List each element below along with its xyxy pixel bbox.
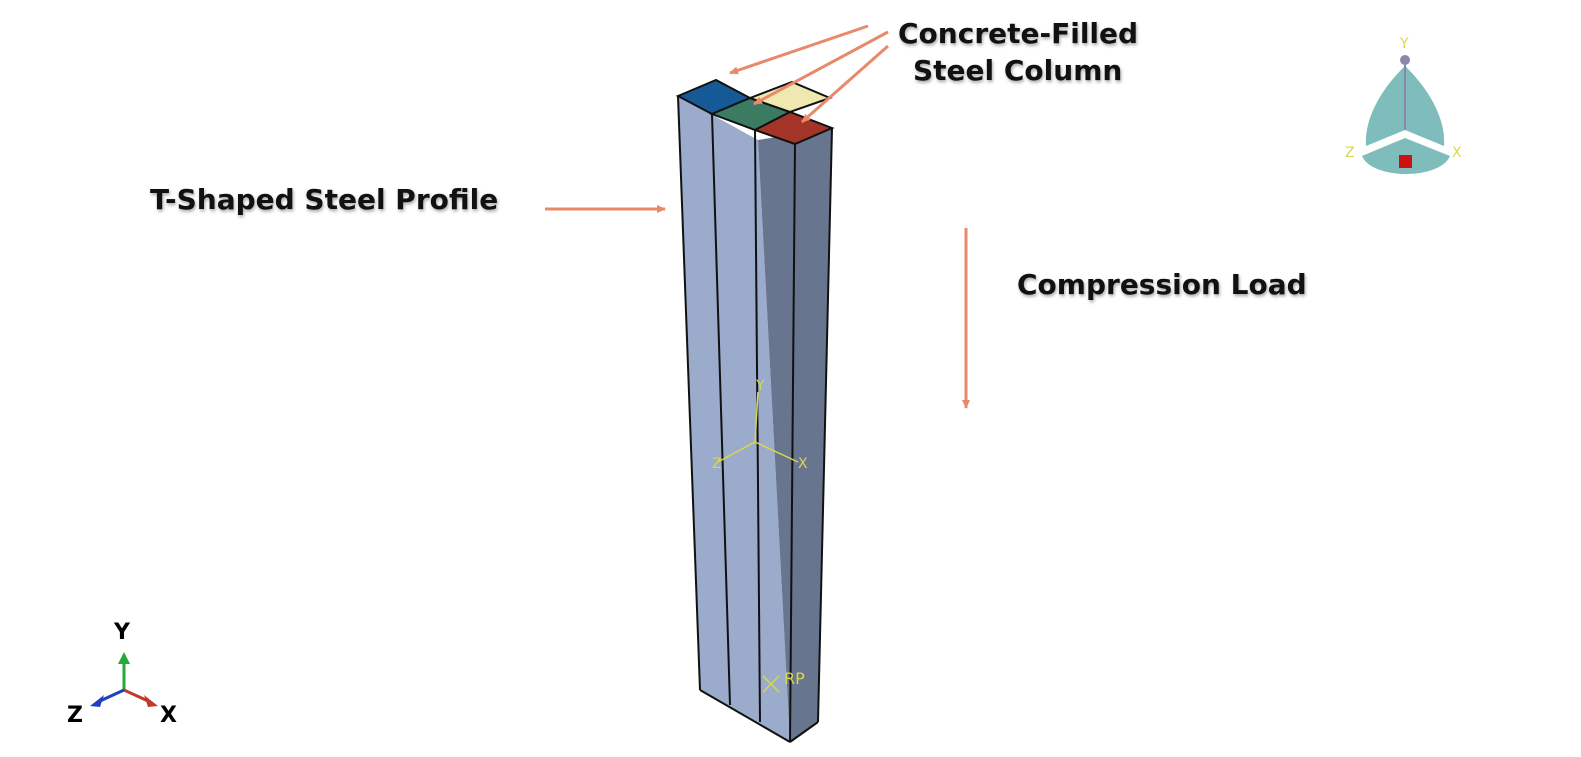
view-cube[interactable]: Y Z X — [1345, 36, 1462, 174]
annotation-arrows — [545, 24, 970, 409]
z-axis-head — [90, 695, 104, 707]
view-cube-z-label: Z — [1345, 145, 1355, 161]
column-front-face — [678, 96, 790, 742]
view-cube-y-label: Y — [1399, 36, 1409, 52]
cfst-label-line1: Concrete-Filled — [898, 17, 1139, 50]
local-csys-z: Z — [712, 456, 722, 472]
local-csys-x: X — [798, 456, 808, 472]
global-triad-y: Y — [113, 620, 131, 645]
column-edge — [789, 721, 819, 743]
cfst-arrow-2 — [753, 30, 889, 106]
composite-column[interactable]: Y X Z RP — [675, 78, 835, 743]
tshape-profile-label: T-Shaped Steel Profile — [150, 183, 499, 216]
view-cube-origin — [1399, 155, 1412, 168]
compression-load-label: Compression Load — [1017, 268, 1307, 301]
x-axis-line — [123, 688, 149, 703]
reference-point-marker[interactable] — [762, 675, 780, 693]
column-edge — [699, 689, 791, 743]
column-edge — [754, 129, 761, 723]
global-axis-triad: Y X Z — [67, 620, 177, 728]
global-triad-z: Z — [67, 703, 83, 728]
column-edge — [789, 143, 796, 743]
column-edge — [817, 127, 833, 723]
view-cube-y-dot — [1400, 55, 1410, 65]
column-side-face — [758, 128, 832, 742]
view-cube-left-petal — [1365, 66, 1405, 146]
cfst-arrow-1 — [729, 24, 869, 75]
x-axis-head — [144, 695, 158, 707]
column-edge — [711, 113, 731, 706]
global-triad-x: X — [160, 703, 177, 728]
local-csys — [717, 391, 799, 463]
cfst-label-line2: Steel Column — [913, 54, 1123, 87]
reference-point-label: RP — [784, 669, 805, 688]
z-axis-line — [99, 688, 125, 703]
cfst-arrow-3 — [801, 44, 889, 124]
local-csys-y: Y — [755, 378, 765, 394]
column-edge — [677, 95, 701, 691]
view-cube-right-petal — [1405, 66, 1445, 146]
y-axis-head — [118, 652, 130, 664]
view-cube-x-label: X — [1452, 145, 1462, 161]
